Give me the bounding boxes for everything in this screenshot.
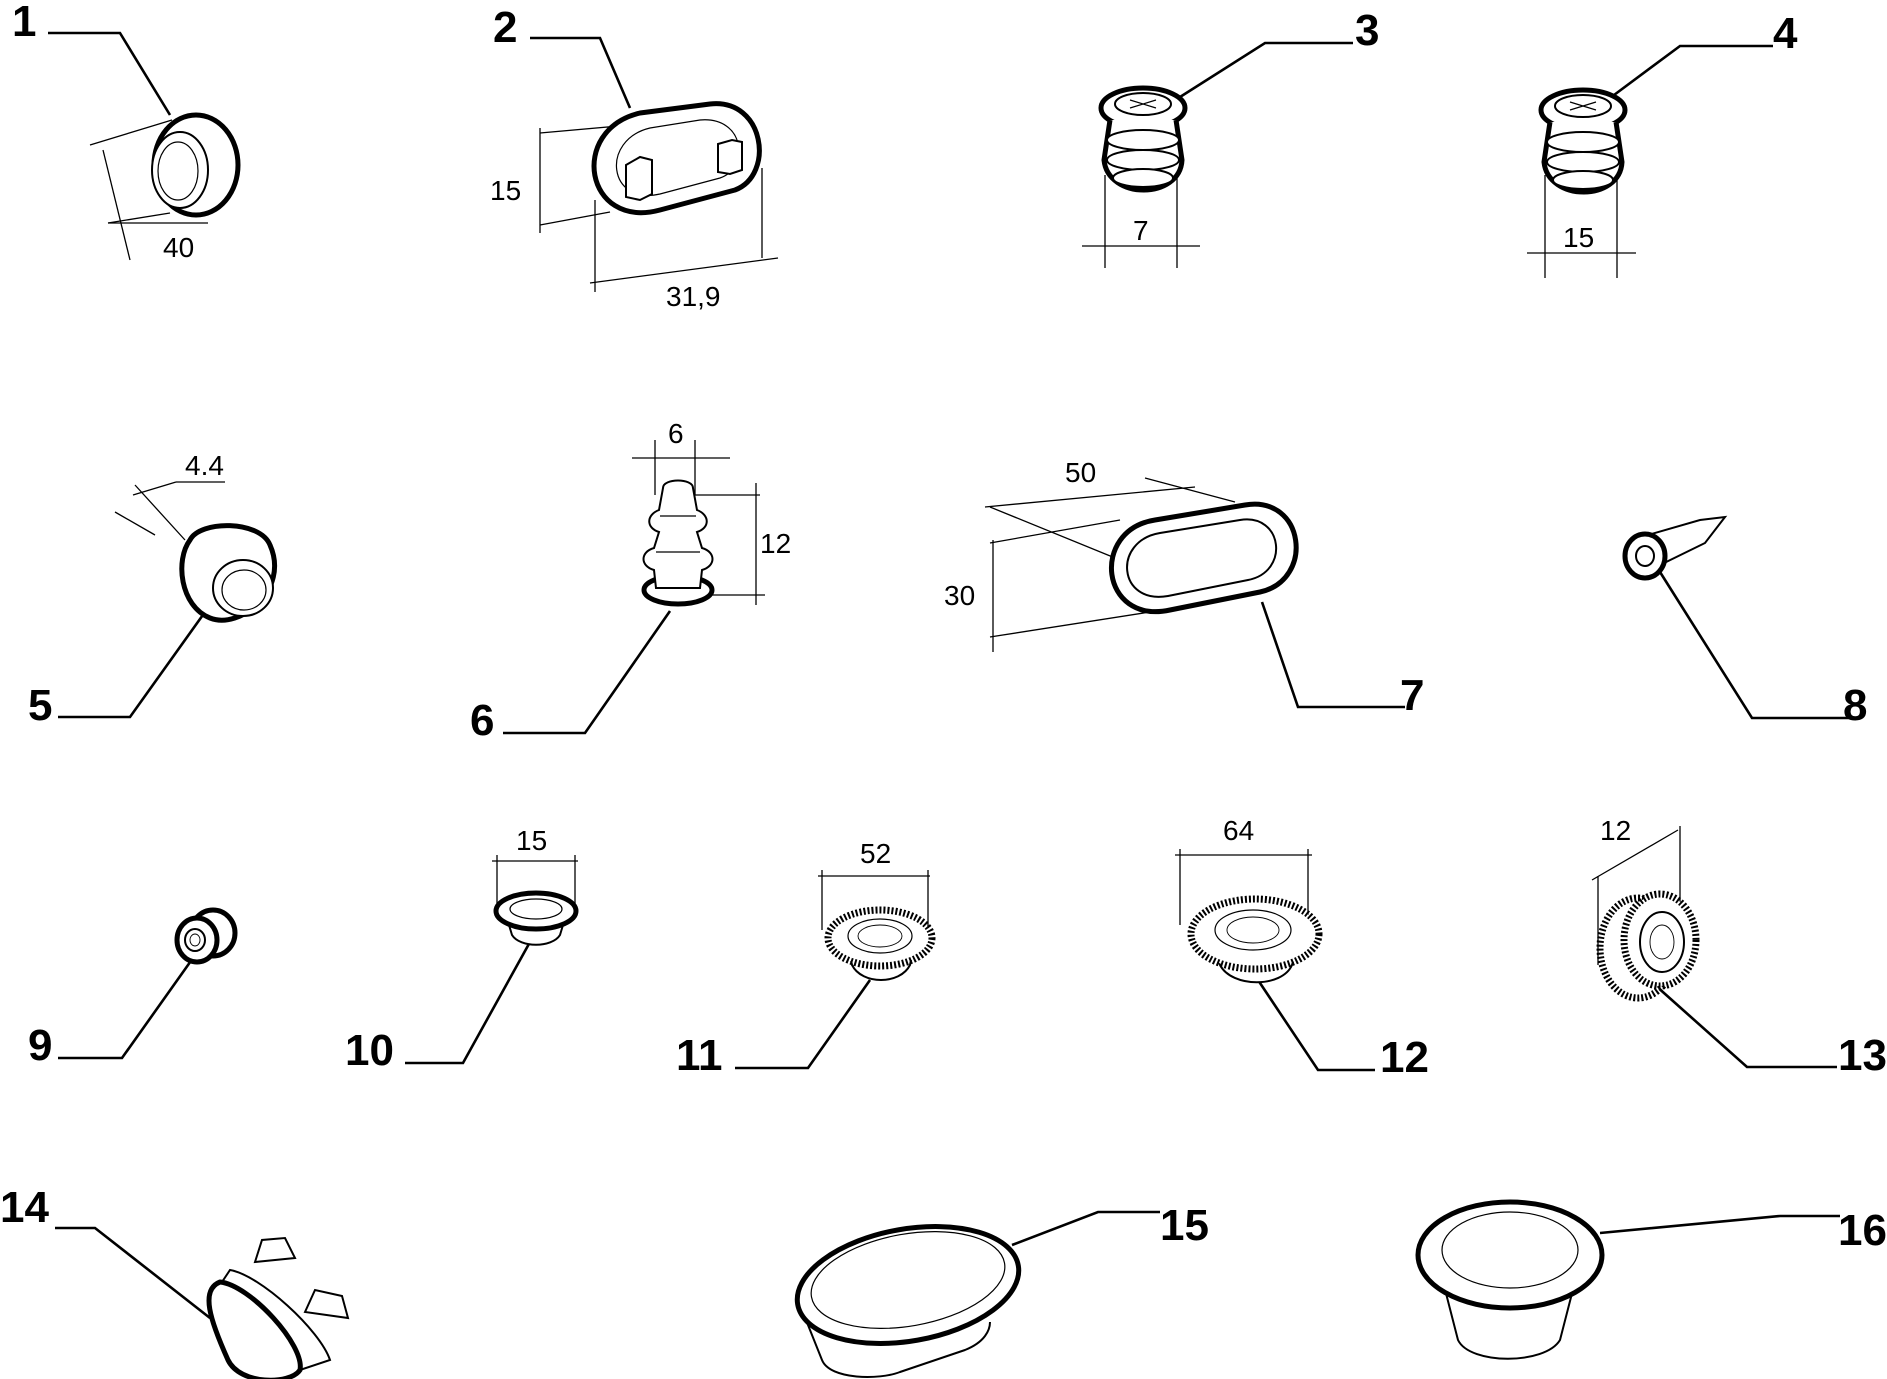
callout-15: 15 [1160, 1201, 1209, 1250]
part-9: 9 [28, 907, 238, 1070]
callout-13: 13 [1838, 1031, 1887, 1080]
part-8: 8 [1622, 515, 1867, 730]
dimension-6-height: 12 [760, 528, 791, 559]
callout-9: 9 [28, 1021, 52, 1070]
dimension-10: 15 [516, 825, 547, 856]
part-7: 7 50 30 [944, 457, 1424, 720]
part-3: 3 7 [1082, 6, 1379, 268]
dimension-2-height: 15 [490, 175, 521, 206]
callout-4: 4 [1773, 9, 1798, 58]
callout-14: 14 [0, 1183, 49, 1232]
part-11: 11 52 [676, 838, 936, 1080]
ribbed-push-nut-icon [1098, 85, 1188, 193]
part-14: 14 [0, 1183, 350, 1379]
part-10: 10 15 [345, 825, 579, 1075]
dimension-6-width: 6 [668, 418, 684, 449]
dimension-2-width: 31,9 [666, 281, 721, 312]
part-2: 2 15 31,9 [490, 3, 779, 312]
round-cap-plug-icon [179, 523, 278, 623]
dimension-3: 7 [1133, 215, 1149, 246]
part-6: 6 6 12 [470, 418, 791, 745]
large-oval-plug-icon [794, 1224, 1022, 1378]
rubber-plug-icon [824, 906, 936, 981]
callout-11: 11 [676, 1031, 723, 1080]
callout-1: 1 [12, 0, 36, 46]
callout-3: 3 [1355, 6, 1379, 55]
grommet-ring-icon [151, 112, 241, 218]
rubber-grommet-icon [1596, 890, 1700, 1002]
dimension-11: 52 [860, 838, 891, 869]
callout-12: 12 [1380, 1033, 1429, 1082]
part-15: 15 [794, 1201, 1209, 1378]
callout-16: 16 [1838, 1206, 1887, 1255]
rubber-plug-icon [1187, 895, 1323, 984]
dimension-7-width: 50 [1065, 457, 1096, 488]
dimension-4: 15 [1563, 222, 1594, 253]
part-12: 12 64 [1175, 815, 1429, 1082]
pointed-rivet-icon [1622, 515, 1728, 581]
side-marker-clip-icon [206, 1236, 350, 1379]
dimension-12: 64 [1223, 815, 1254, 846]
christmas-tree-clip-icon [641, 479, 715, 607]
callout-10: 10 [345, 1026, 394, 1075]
callout-7: 7 [1400, 671, 1424, 720]
small-bushing-icon [174, 907, 238, 965]
dimension-7-height: 30 [944, 580, 975, 611]
ribbed-push-nut-icon [1538, 87, 1628, 195]
dimension-5: 4.4 [185, 450, 224, 481]
large-round-plug-icon [1415, 1199, 1605, 1360]
dimension-13: 12 [1600, 815, 1631, 846]
part-13: 13 12 [1591, 815, 1887, 1080]
button-plug-icon [493, 890, 579, 946]
callout-8: 8 [1843, 681, 1867, 730]
part-1: 1 40 [12, 0, 241, 263]
callout-5: 5 [28, 681, 52, 730]
oval-plug-with-tabs-icon [591, 101, 762, 215]
callout-6: 6 [470, 696, 494, 745]
part-4: 4 15 [1527, 9, 1798, 278]
callout-2: 2 [493, 3, 517, 52]
part-5: 5 4.4 [28, 450, 278, 730]
oval-plug-icon [1109, 501, 1299, 615]
dimension-1: 40 [163, 232, 194, 263]
part-16: 16 [1415, 1199, 1887, 1360]
